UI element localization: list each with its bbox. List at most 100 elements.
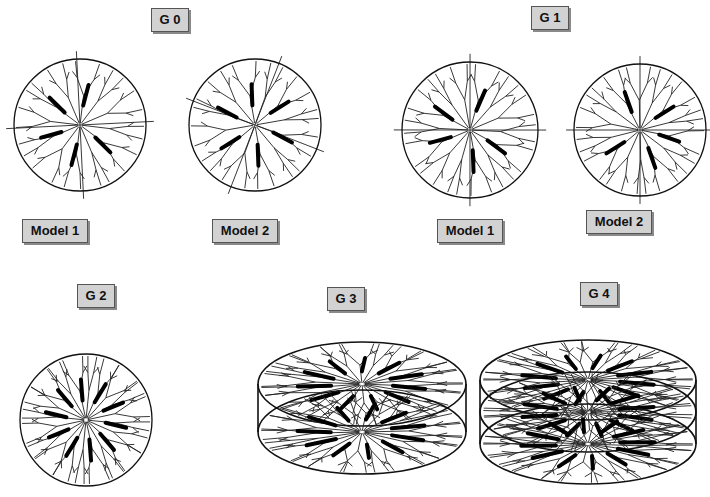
branch-line	[551, 382, 561, 385]
branch-line	[229, 77, 230, 85]
branch-line	[405, 120, 440, 128]
branch-line	[525, 389, 537, 390]
branch-line	[220, 159, 221, 167]
branch-line	[577, 347, 585, 351]
branch-line	[602, 92, 604, 99]
branch-line	[638, 417, 639, 422]
branch-line	[595, 380, 603, 384]
branch-line	[405, 391, 448, 405]
branch-line	[632, 361, 678, 373]
branch-line	[428, 79, 452, 105]
branch-line	[655, 458, 668, 459]
label-box: Model 1	[437, 219, 503, 243]
branch-line	[274, 148, 299, 171]
label-box: Model 2	[212, 219, 278, 243]
core-segment	[659, 135, 679, 142]
branch-line	[403, 441, 458, 445]
branch-line	[340, 451, 358, 472]
branch-line	[433, 370, 440, 374]
branch-line	[81, 127, 92, 152]
core-segment	[95, 138, 110, 153]
branch-line	[279, 437, 288, 440]
branch-line	[283, 134, 318, 137]
cylinder-side	[465, 384, 467, 432]
branch-line	[467, 74, 471, 81]
branch-line	[641, 358, 653, 359]
core-segment	[608, 454, 626, 465]
branch-line	[299, 402, 303, 407]
branch-line	[109, 129, 142, 139]
branch-line	[51, 379, 58, 382]
core-segment	[367, 444, 369, 457]
branch-line	[502, 403, 514, 404]
branch-line	[371, 350, 376, 355]
branch-line	[569, 348, 573, 352]
branch-line	[363, 385, 377, 402]
branch-line	[540, 380, 585, 383]
branch-line	[104, 77, 105, 85]
core-segment	[305, 372, 334, 379]
core-segment	[71, 145, 76, 165]
core-segment	[106, 423, 127, 428]
branch-line	[127, 122, 134, 126]
axis-line	[394, 129, 546, 130]
branch-line	[433, 441, 445, 442]
branch-line	[98, 367, 100, 374]
branch-line	[442, 170, 443, 178]
branch-line	[245, 127, 255, 153]
branch-line	[508, 398, 515, 402]
branch-line	[373, 345, 393, 365]
branch-line	[32, 418, 39, 422]
branch-line	[684, 148, 688, 154]
dendrimer-disc	[566, 56, 710, 204]
branch-line	[113, 159, 114, 167]
branch-line	[659, 396, 666, 400]
branch-line	[263, 433, 315, 439]
branch-line	[472, 118, 498, 129]
branch-line	[356, 398, 362, 402]
branch-line	[659, 423, 672, 425]
branch-line	[514, 393, 527, 394]
branch-line	[641, 160, 646, 194]
branch-line	[471, 74, 475, 81]
core-segment	[333, 444, 349, 456]
branch-line	[269, 170, 275, 175]
branch-line	[664, 148, 687, 174]
disc-outline	[189, 59, 321, 191]
core-segment	[298, 384, 331, 389]
branch-line	[499, 409, 510, 411]
branch-line	[302, 120, 309, 124]
core-segment	[543, 393, 565, 403]
branch-line	[52, 149, 62, 183]
branch-line	[390, 351, 392, 356]
branch-line	[577, 137, 612, 139]
branch-line	[607, 412, 611, 416]
core-segment	[383, 441, 403, 452]
branch-line	[508, 161, 510, 169]
branch-line	[626, 362, 681, 369]
branch-line	[586, 128, 593, 132]
branch-line	[561, 407, 580, 427]
branch-line	[348, 462, 353, 467]
core-segment	[566, 357, 576, 369]
core-segment	[593, 356, 601, 368]
branch-line	[274, 148, 293, 177]
branch-line	[82, 125, 110, 128]
branch-line	[92, 449, 109, 480]
branch-line	[420, 408, 424, 413]
generation-label: G 3	[336, 291, 357, 307]
branch-line	[33, 98, 41, 99]
branch-line	[265, 63, 271, 97]
branch-line	[494, 172, 495, 180]
branch-line	[626, 175, 628, 182]
branch-line	[277, 430, 287, 433]
branch-line	[490, 85, 518, 107]
branch-line	[475, 160, 491, 192]
branch-line	[639, 100, 641, 128]
branch-line	[512, 97, 515, 104]
branch-line	[663, 85, 670, 88]
branch-line	[98, 78, 124, 101]
branch-line	[84, 467, 88, 474]
core-segment	[49, 429, 69, 437]
branch-line	[564, 406, 570, 427]
